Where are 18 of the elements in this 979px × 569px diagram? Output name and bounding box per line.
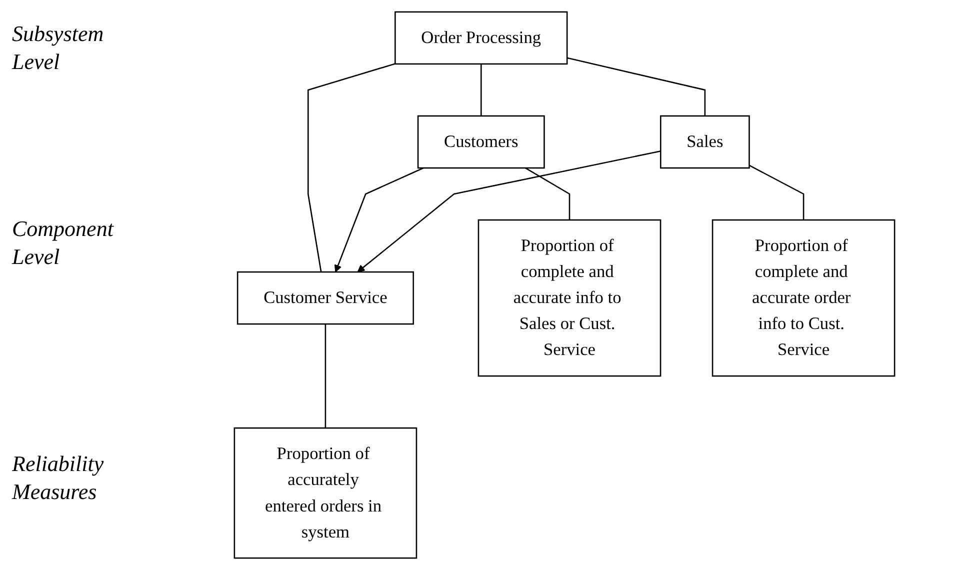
connector <box>307 62 396 272</box>
connector <box>748 164 804 220</box>
connector <box>566 56 706 116</box>
node-box: Customers <box>417 114 545 168</box>
node-box: Proportion of complete and accurate info to Sales or Cust. Service <box>478 218 662 376</box>
connector <box>480 63 482 116</box>
node-box: Order Processing <box>394 10 568 64</box>
node-box: Proportion of complete and accurate order info to Cust. Service <box>712 218 896 376</box>
level-label: Reliability Measures <box>12 450 105 506</box>
level-label: Subsystem Level <box>12 20 105 76</box>
arrow <box>357 150 661 272</box>
node-box: Sales <box>660 114 750 168</box>
node-box: Proportion of accurately entered orders in system <box>234 426 418 558</box>
level-label: Component Level <box>12 215 115 271</box>
arrow <box>334 166 424 272</box>
node-box: Customer Service <box>236 270 414 324</box>
connector <box>324 324 326 428</box>
connector <box>524 166 570 220</box>
